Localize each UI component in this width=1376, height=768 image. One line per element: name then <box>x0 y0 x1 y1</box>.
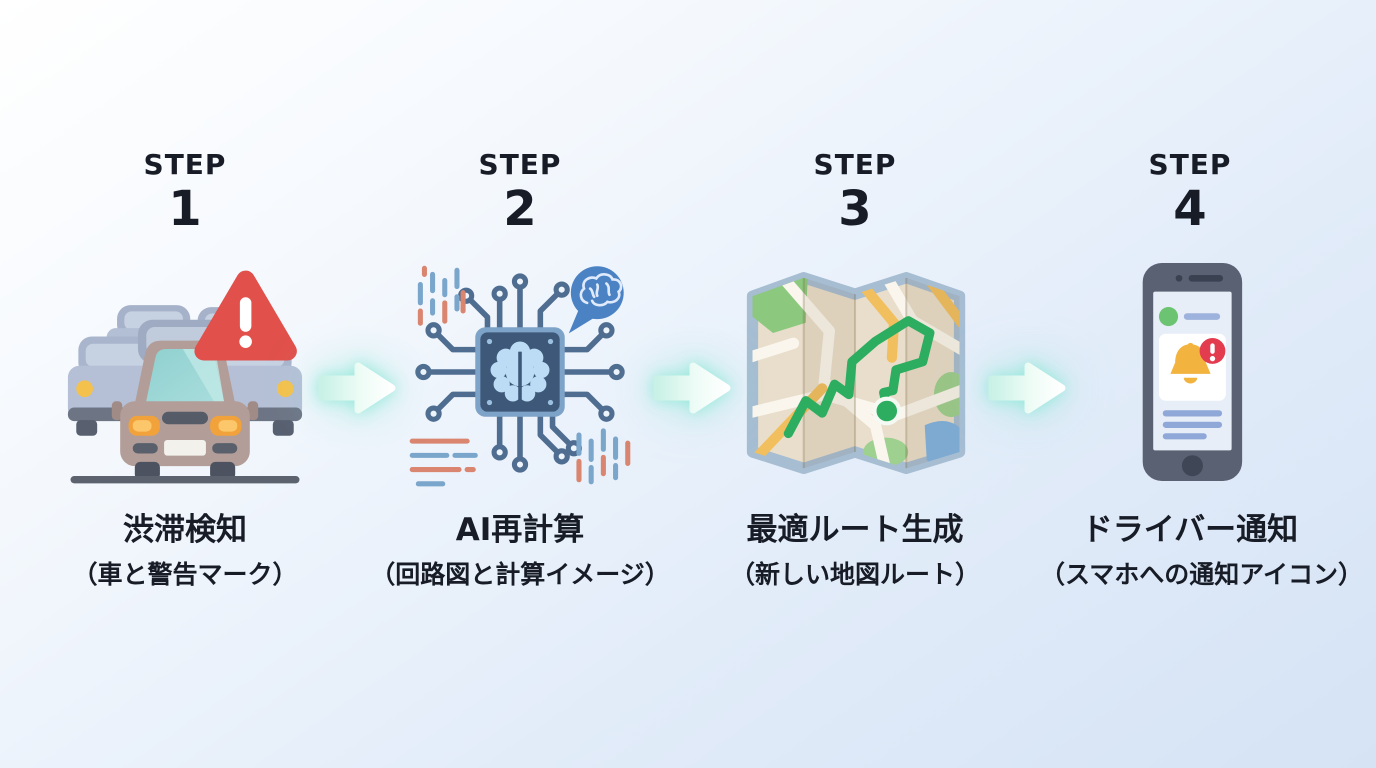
arrow-step1-to-step2 <box>312 352 400 424</box>
step-1-subtitle: （車と警告マーク） <box>72 559 298 589</box>
step-3-subtitle: （新しい地図ルート） <box>729 559 980 589</box>
arrow-step3-to-step4 <box>982 352 1070 424</box>
step-2-number: 2 <box>503 180 537 237</box>
step-1-label: STEP <box>143 148 227 181</box>
traffic-jam-warning-icon <box>35 252 335 492</box>
arrow-step2-to-step3 <box>647 352 735 424</box>
step-4-number: 4 <box>1173 180 1207 237</box>
phone-notification-icon <box>1040 252 1340 492</box>
step-3-column: STEP 3 <box>705 148 1005 591</box>
step-2-label: STEP <box>478 148 562 181</box>
step-1-title: 渋滞検知 <box>123 511 247 548</box>
step-3-label: STEP <box>813 148 897 181</box>
step-2-column: STEP 2 <box>370 148 670 591</box>
step-3-number: 3 <box>838 180 872 237</box>
step-3-title: 最適ルート生成 <box>746 511 964 548</box>
step-2-title: AI再計算 <box>455 511 585 548</box>
step-4-title: ドライバー通知 <box>1081 511 1299 548</box>
step-4-column: STEP 4 <box>1040 148 1364 591</box>
step-4-label: STEP <box>1148 148 1232 181</box>
ai-circuit-brain-icon <box>370 252 670 492</box>
step-2-subtitle: （回路図と計算イメージ） <box>370 559 670 589</box>
map-route-icon <box>705 252 1005 492</box>
step-1-column: STEP 1 <box>35 148 335 591</box>
step-1-number: 1 <box>168 180 202 237</box>
step-4-subtitle: （スマホへの通知アイコン） <box>1040 559 1364 589</box>
